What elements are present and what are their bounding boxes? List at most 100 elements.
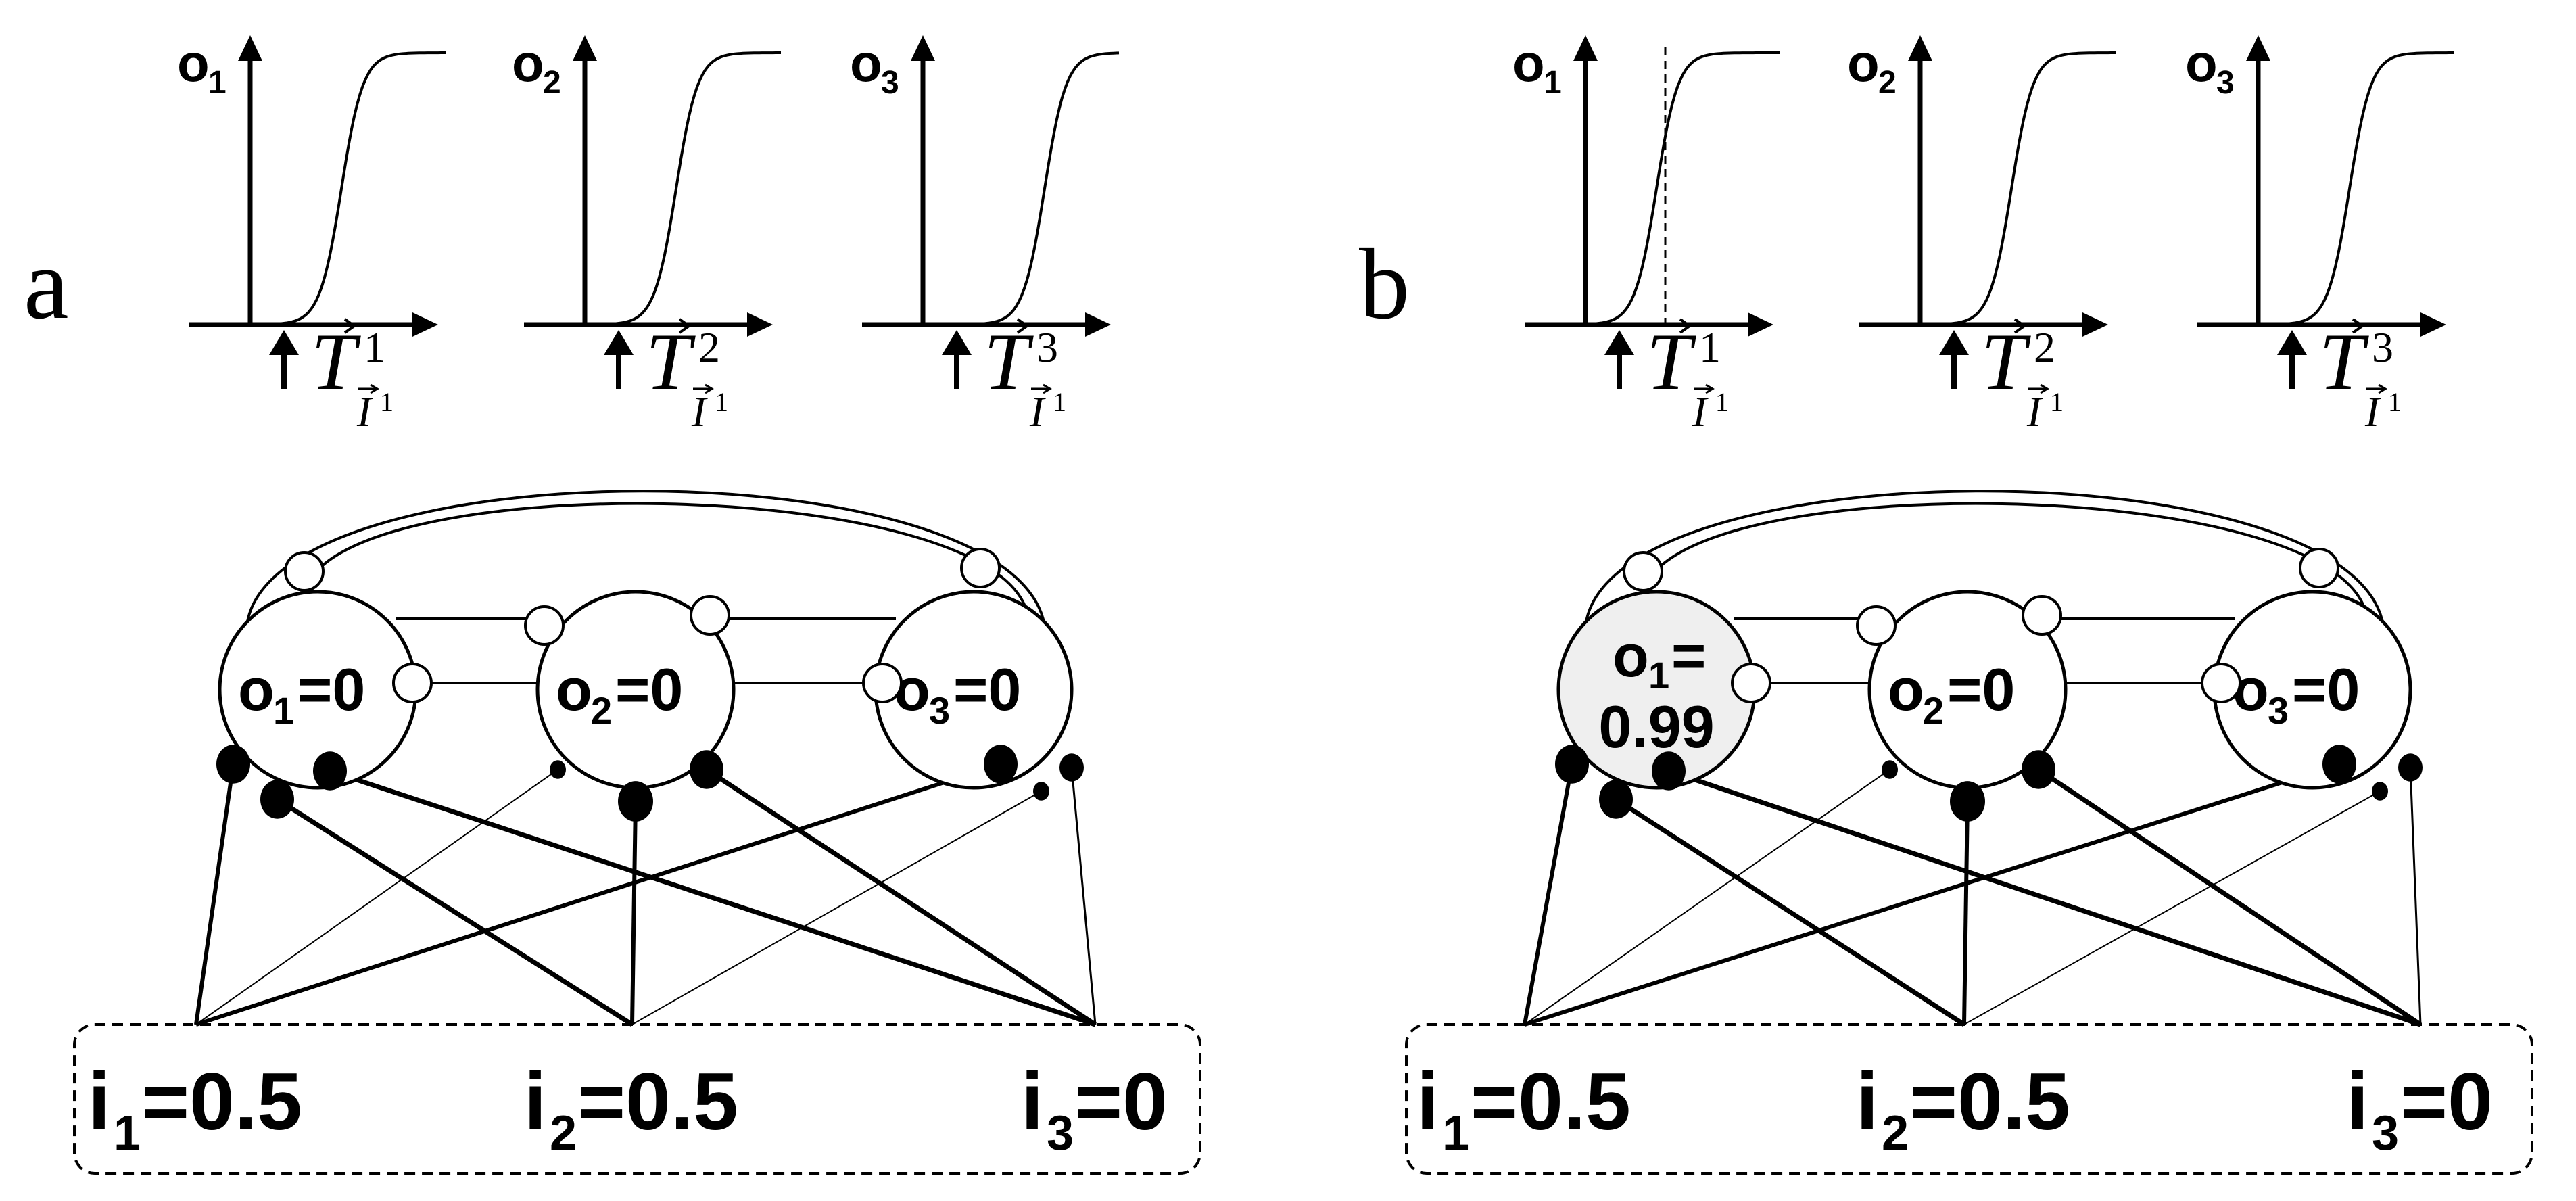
y-arrowhead bbox=[573, 35, 597, 61]
inhibitory-synapse bbox=[862, 663, 903, 703]
t-label: T bbox=[646, 316, 696, 406]
input-arrowhead bbox=[2277, 330, 2307, 355]
t-label-subsup: 1 bbox=[1715, 387, 1729, 417]
t-label: T bbox=[311, 316, 361, 406]
node-label-value: =0 bbox=[953, 656, 1021, 723]
y-axis-label: o bbox=[1512, 33, 1545, 93]
x-arrowhead bbox=[2420, 312, 2446, 337]
input-label-sub: 1 bbox=[1442, 1106, 1469, 1160]
node-o3: o3=0 bbox=[874, 590, 1084, 801]
connection-line bbox=[2037, 768, 2422, 1027]
t-label-subsup: 1 bbox=[380, 387, 393, 417]
node-label: o bbox=[556, 656, 592, 723]
t-label: T bbox=[984, 316, 1034, 406]
t-label: T bbox=[1646, 316, 1696, 406]
sigmoid-curve bbox=[943, 51, 1120, 326]
y-axis-label: o bbox=[512, 33, 544, 93]
vector-arrow-icon bbox=[1653, 318, 1692, 334]
node-o3: o3=0 bbox=[2212, 590, 2423, 801]
vector-arrow-icon bbox=[358, 383, 379, 394]
connection-line bbox=[631, 791, 1042, 1025]
inhibitory-synapse bbox=[690, 595, 730, 636]
excitatory-synapse bbox=[984, 745, 1018, 784]
connection-line bbox=[1524, 762, 2340, 1027]
node-label-sub: 1 bbox=[273, 689, 294, 732]
input-arrowhead bbox=[942, 330, 972, 355]
input-label: i bbox=[1416, 1056, 1439, 1147]
connection-line bbox=[630, 801, 638, 1025]
input-box bbox=[1405, 1023, 2533, 1175]
y-axis-label: o bbox=[1847, 33, 1880, 93]
node-label-sub: 3 bbox=[2268, 689, 2289, 732]
input-arrowhead bbox=[604, 330, 634, 355]
node-label-sub: 3 bbox=[929, 689, 950, 732]
vector-arrow-icon bbox=[2366, 383, 2387, 394]
connection-line bbox=[276, 797, 634, 1027]
input-label: i bbox=[2346, 1056, 2368, 1147]
excitatory-synapse bbox=[313, 751, 347, 791]
excitatory-synapse bbox=[260, 780, 294, 819]
excitatory-synapse bbox=[550, 760, 566, 779]
x-arrowhead bbox=[2082, 312, 2108, 337]
y-axis-label-sub: 1 bbox=[1544, 65, 1562, 101]
connection-line bbox=[1963, 791, 2381, 1025]
inhibitory-synapse bbox=[392, 663, 433, 703]
node-label: o bbox=[238, 656, 275, 723]
excitatory-synapse bbox=[2322, 745, 2356, 784]
y-arrowhead bbox=[911, 35, 935, 61]
x-arrowhead bbox=[1748, 312, 1773, 337]
node-label-sub: 2 bbox=[1923, 689, 1944, 732]
node-label-sub: 2 bbox=[591, 689, 612, 732]
panel-label: a bbox=[24, 228, 69, 340]
input-label-value: =0.5 bbox=[1910, 1056, 2070, 1147]
connection-line bbox=[1070, 767, 1097, 1025]
inhibitory-synapse bbox=[2022, 595, 2062, 636]
input-label-sub: 2 bbox=[1882, 1106, 1909, 1160]
node-label: o bbox=[1888, 656, 1924, 723]
input-label-sub: 1 bbox=[114, 1106, 141, 1160]
vector-arrow-icon bbox=[693, 383, 714, 394]
inhibitory-synapse bbox=[2201, 663, 2241, 703]
t-label-sup: 3 bbox=[2372, 323, 2393, 371]
vector-arrow-icon bbox=[2028, 383, 2049, 394]
y-arrowhead bbox=[1908, 35, 1932, 61]
connection-line bbox=[195, 769, 558, 1025]
node-label-sub: 1 bbox=[1648, 654, 1669, 697]
inhibitory-synapse bbox=[1731, 663, 1771, 703]
input-label-value: =0.5 bbox=[142, 1056, 302, 1147]
y-axis-label-sub: 3 bbox=[881, 65, 899, 101]
t-label-sup: 3 bbox=[1036, 323, 1058, 371]
inhibitory-synapse bbox=[284, 551, 325, 592]
excitatory-synapse bbox=[1950, 781, 1985, 822]
sigmoid-curve bbox=[1940, 51, 2116, 326]
excitatory-synapse bbox=[690, 750, 723, 789]
connection-line bbox=[1523, 763, 1574, 1025]
node-o1: o1=0 bbox=[216, 590, 418, 819]
t-label-sub: I bbox=[691, 387, 708, 435]
t-label-sub: I bbox=[2364, 387, 2381, 435]
input-connections bbox=[1523, 762, 2422, 1027]
connection-line bbox=[705, 768, 1097, 1027]
input-label-sub: 2 bbox=[550, 1106, 577, 1160]
sigmoid-curve bbox=[604, 51, 781, 326]
t-label-subsup: 1 bbox=[2388, 387, 2402, 417]
connection-line bbox=[329, 768, 1097, 1027]
input-label-sub: 3 bbox=[1047, 1106, 1074, 1160]
t-label-sup: 2 bbox=[2034, 323, 2055, 371]
vector-arrow-icon bbox=[652, 318, 692, 334]
input-label: i bbox=[88, 1056, 110, 1147]
connection-line bbox=[1667, 768, 2422, 1027]
t-label-subsup: 1 bbox=[1053, 387, 1066, 417]
y-axis-label-sub: 2 bbox=[543, 65, 561, 101]
sigmoid-curve bbox=[1531, 51, 1780, 326]
